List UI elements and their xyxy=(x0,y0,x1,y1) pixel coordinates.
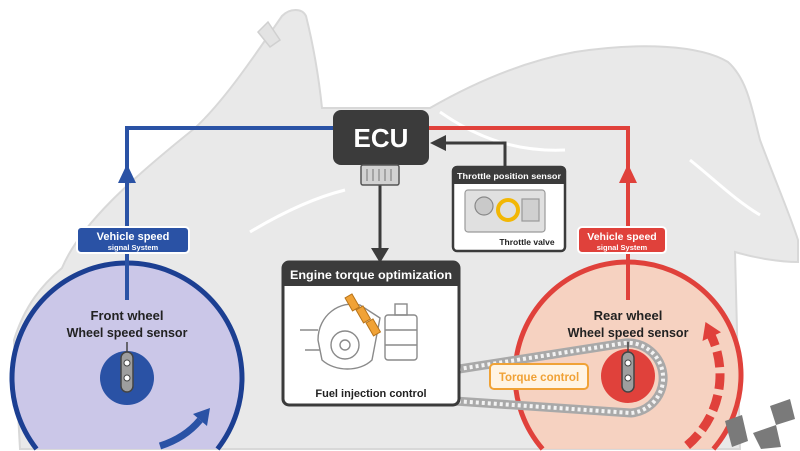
front-wheel-sensor-group: Front wheel Wheel speed sensor xyxy=(67,308,210,450)
front-sensor-body xyxy=(120,351,134,393)
engine-illustration xyxy=(300,303,418,370)
rear-sensor-body xyxy=(621,351,635,393)
rear-rotation-arrowhead xyxy=(702,322,721,341)
rear-signal-label: Vehicle speed signal System xyxy=(577,226,667,254)
throttle-box-title: Throttle position sensor xyxy=(457,172,561,181)
rear-signal-arrowhead xyxy=(619,164,637,183)
front-wheel-sensor-title: Wheel speed sensor xyxy=(67,326,188,340)
throttle-to-ecu-arrow xyxy=(430,135,507,167)
rear-signal-label-line2: signal System xyxy=(597,243,648,252)
ecu-to-engine-arrowhead xyxy=(371,248,389,263)
throttle-box-header xyxy=(453,167,565,184)
torque-control-box xyxy=(489,363,589,390)
throttle-to-ecu-line xyxy=(444,141,507,167)
ecu-connector xyxy=(360,164,400,186)
ecu-box xyxy=(333,110,429,165)
front-rotation-arc xyxy=(158,417,203,450)
rear-wheel-rotation-arrow-icon xyxy=(684,322,725,449)
rear-wheel-speed-sensor-icon xyxy=(621,351,635,393)
throttle-to-ecu-arrowhead xyxy=(430,135,446,151)
throttle-valve-ring xyxy=(496,198,520,222)
torque-control-label: Torque control xyxy=(489,363,589,390)
throttle-position-sensor-box: Throttle position sensor Throttle valve xyxy=(451,165,567,253)
torque-control-text: Torque control xyxy=(499,372,579,384)
throttle-valve-label: Throttle valve xyxy=(499,237,555,247)
rear-sensor-dot xyxy=(624,359,632,367)
engine-intake-lines xyxy=(300,329,320,351)
fuel-injectors xyxy=(344,293,382,337)
mirror-shape xyxy=(256,20,282,49)
fuel-injector xyxy=(355,305,372,324)
front-rotation-arrowhead xyxy=(193,408,210,426)
throttle-body-illustration xyxy=(464,189,546,233)
engine-crank-hub xyxy=(339,339,351,351)
front-sensor-dot xyxy=(123,374,131,382)
front-sensor-dot xyxy=(123,359,131,367)
front-panel-line xyxy=(249,188,346,234)
ecu-connector-pins xyxy=(366,169,392,181)
front-wheel-speed-sensor-icon xyxy=(120,351,134,393)
front-wheel-title: Front wheel xyxy=(91,308,164,323)
engine-box-header xyxy=(283,262,459,286)
rear-body-line xyxy=(689,158,761,217)
front-signal-label: Vehicle speed signal System xyxy=(76,226,190,254)
chain-links xyxy=(424,340,666,416)
rear-sensor-dot xyxy=(624,374,632,382)
front-wheel-rotation-arrow-icon xyxy=(158,408,210,450)
engine-crank xyxy=(330,330,360,360)
engine-box-title: Engine torque optimization xyxy=(290,270,452,282)
rear-signal-label-line1: Vehicle speed xyxy=(587,231,656,243)
fuel-injection-caption: Fuel injection control xyxy=(315,388,426,400)
skid-mark xyxy=(725,415,748,447)
engine-torque-optimization-box: Engine torque optimization Fuel injectio… xyxy=(281,260,461,407)
throttle-actuator xyxy=(474,196,494,216)
skid-marks xyxy=(725,399,795,449)
rear-rotation-arc xyxy=(684,334,725,449)
engine-block xyxy=(317,303,381,370)
front-signal-label-line1: Vehicle speed xyxy=(97,231,170,243)
fuel-injector xyxy=(365,318,382,337)
front-signal-arrowhead xyxy=(118,164,136,183)
rear-signal-label-box xyxy=(577,226,667,254)
rear-wheel-sensor-title: Wheel speed sensor xyxy=(568,326,689,340)
front-signal-label-line2: signal System xyxy=(108,243,159,252)
rear-wheel-title: Rear wheel xyxy=(594,308,663,323)
ecu-label: ECU xyxy=(354,123,409,153)
ecu-to-engine-arrow xyxy=(371,185,389,263)
skid-mark xyxy=(770,399,795,425)
fuel-injector xyxy=(344,293,361,312)
throttle-housing xyxy=(521,198,540,222)
engine-cover xyxy=(394,303,408,316)
front-signal-label-box xyxy=(76,226,190,254)
ecu-unit: ECU xyxy=(333,110,429,186)
engine-gearbox-lines xyxy=(385,329,417,346)
rear-wheel-sensor-group: Rear wheel Wheel speed sensor xyxy=(568,308,725,449)
skid-mark xyxy=(753,425,781,449)
